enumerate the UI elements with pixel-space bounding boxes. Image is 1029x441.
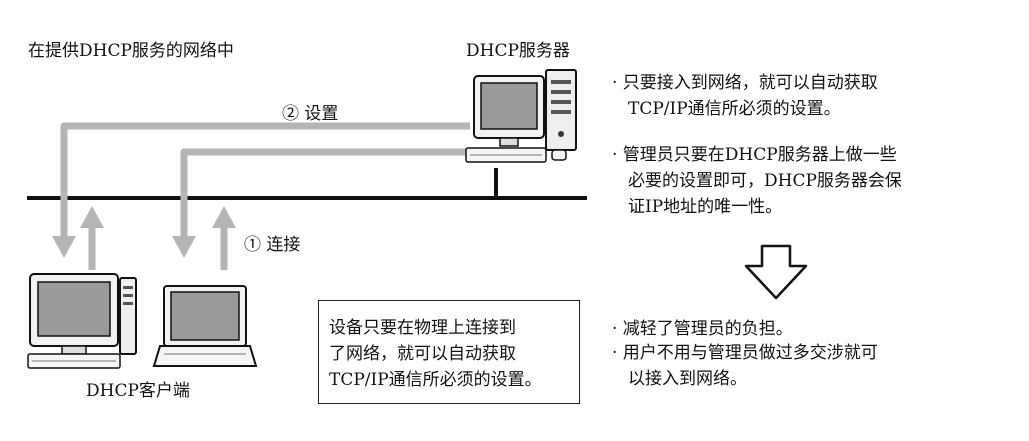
- step-setting-label: ② 设置: [282, 104, 339, 124]
- note-line: 设备只要在物理上连接到: [329, 318, 516, 338]
- result-point-less-burden: · 减轻了管理员的负担。: [612, 319, 793, 339]
- server-label: DHCP服务器: [466, 41, 570, 61]
- arrowhead-down-outer: [52, 236, 76, 258]
- network-bus: [27, 196, 587, 200]
- diagram-title: 在提供DHCP服务的网络中: [28, 41, 234, 61]
- note-box: 设备只要在物理上连接到 了网络，就可以自动获取 TCP/IP通信所必须的设置。: [318, 300, 580, 404]
- setting-arrow-outer: [60, 122, 470, 238]
- connect-arrows: [88, 226, 228, 270]
- note-line: TCP/IP通信所必须的设置。: [329, 370, 542, 390]
- server-computer-icon: [465, 69, 577, 163]
- result-point-user-access: · 用户不用与管理员做过多交涉就可 以接入到网络。: [612, 343, 878, 389]
- arrowhead-down-inner: [172, 236, 196, 258]
- client-desktop-icon: [27, 273, 137, 369]
- result-down-arrow-icon: [744, 244, 808, 300]
- step-connect-label: ① 连接: [244, 235, 301, 255]
- note-line: 了网络，就可以自动获取: [329, 344, 516, 364]
- benefit-point-auto-setting: · 只要接入到网络，就可以自动获取 TCP/IP通信所必须的设置。: [612, 73, 878, 119]
- setting-arrow-inner: [180, 148, 470, 238]
- client-laptop-icon: [152, 285, 258, 367]
- arrowhead-up-laptop: [212, 206, 236, 228]
- client-label: DHCP客户端: [86, 381, 190, 401]
- setting-arrows: [60, 122, 470, 238]
- benefit-point-admin-setting: · 管理员只要在DHCP服务器上做一些 必要的设置即可，DHCP服务器会保 证I…: [612, 145, 902, 217]
- server-drop-line: [494, 168, 498, 198]
- arrowhead-up-desktop: [80, 206, 104, 228]
